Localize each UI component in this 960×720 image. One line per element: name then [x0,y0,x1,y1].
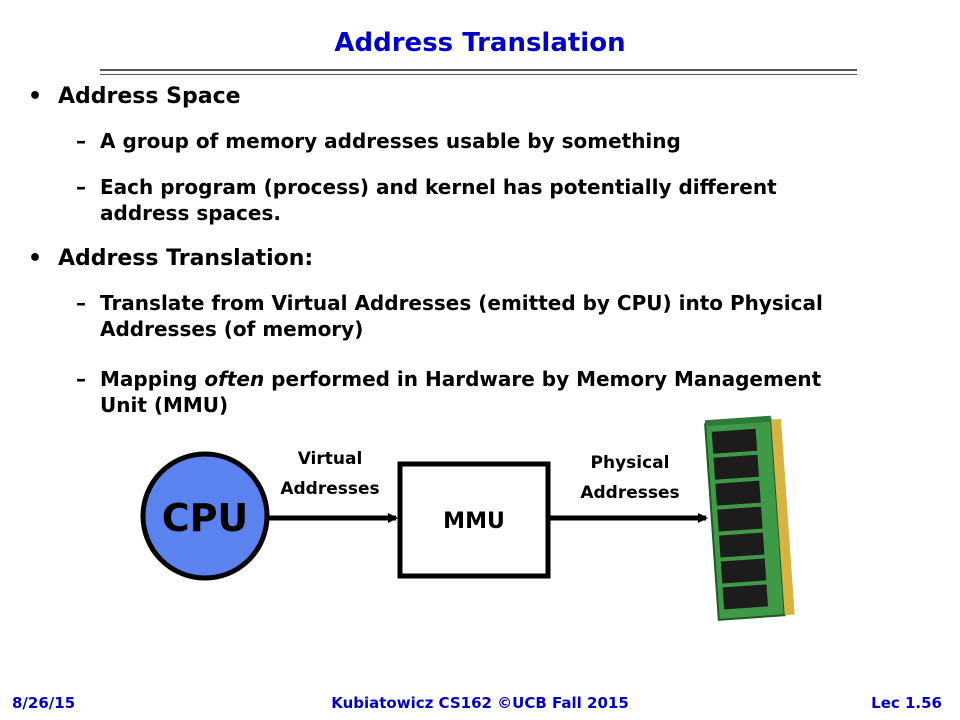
physical-label-line2: Addresses [580,483,679,503]
title-rule-top [100,69,857,71]
sub-item-text: A group of memory addresses usable by so… [100,129,681,153]
mapping-emphasis: often [204,367,265,391]
sub-item-text: Mapping often performed in Hardware by M… [100,366,840,418]
cpu-label: CPU [162,496,249,540]
mapping-before: Mapping [100,367,205,391]
dash-marker: – [76,291,86,315]
sub-item-text: Translate from Virtual Addresses (emitte… [100,291,823,341]
footer-lecture: Lec 1.56 [871,694,942,712]
virtual-label-line2: Addresses [280,479,379,499]
dash-marker: – [76,367,86,391]
cpu-circle [140,451,270,581]
mmu-box [397,461,551,579]
sub-item-text: Each program (process) and kernel has po… [100,175,777,225]
memory-module-icon [704,415,795,621]
slide-title: Address Translation [334,28,626,58]
bullet-label: Address Space [58,84,241,109]
mapping-after: performed in Hardware by Memory Manageme… [100,367,822,417]
bullet-label: Address Translation: [58,246,314,271]
dash-marker: – [76,175,86,199]
footer-course: Kubiatowicz CS162 ©UCB Fall 2015 [331,694,629,712]
bullet-dot: • [28,84,43,109]
virtual-label-line1: Virtual [298,449,363,469]
physical-label-line1: Physical [591,453,670,473]
dash-marker: – [76,129,86,153]
bullet-dot: • [28,246,43,271]
title-rule-bottom [100,74,857,75]
footer-date: 8/26/15 [12,694,76,712]
mmu-label: MMU [443,509,505,534]
